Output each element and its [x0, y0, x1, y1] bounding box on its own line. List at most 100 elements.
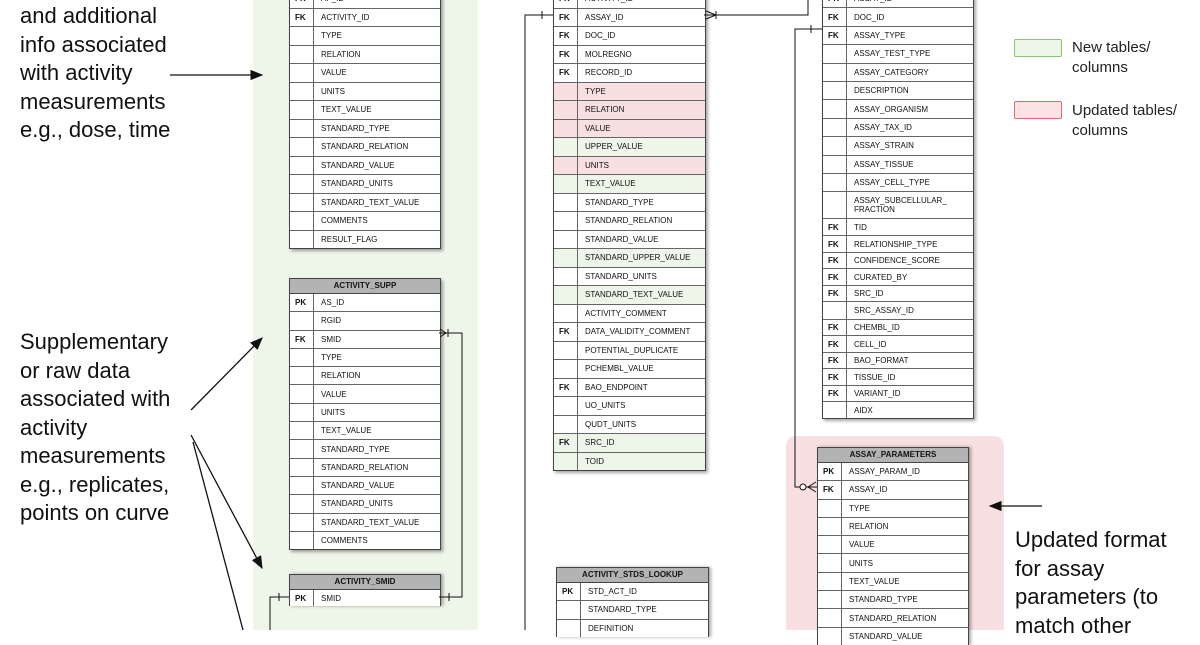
key-cell: FK [554, 27, 578, 45]
column-name-cell: STANDARD_UNITS [585, 271, 657, 281]
column-name-cell: UNITS [849, 558, 873, 568]
key-cell: FK [823, 352, 847, 369]
table-header-activity-smid: ACTIVITY_SMID [290, 575, 440, 590]
table-row: AIDX [823, 402, 973, 419]
column-name-cell: STANDARD_RELATION [321, 462, 409, 472]
column-name-cell: ASSAY_ORGANISM [854, 104, 929, 114]
key-cell: PK [290, 590, 314, 606]
table-row: TYPE [554, 82, 705, 101]
column-name-cell: ASSAY_TISSUE [854, 159, 914, 169]
table-row: STANDARD_TYPE [290, 119, 440, 138]
column-name-cell: TYPE [849, 503, 870, 513]
table-row: ASSAY_SUBCELLULAR_ FRACTION [823, 192, 973, 220]
table-row: ASSAY_STRAIN [823, 137, 973, 156]
column-name-cell: RECORD_ID [585, 68, 633, 78]
table-row: UNITS [290, 403, 440, 423]
table-header-assay-parameters: ASSAY_PARAMETERS [818, 448, 968, 463]
column-name-cell: VALUE [585, 123, 611, 133]
arrow-left-edge [192, 441, 244, 630]
key-cell [554, 286, 578, 304]
column-name-cell: VALUE [321, 389, 347, 399]
table-row: UPPER_VALUE [554, 138, 705, 157]
column-name-cell: STANDARD_UNITS [321, 499, 393, 509]
key-cell [290, 230, 314, 248]
key-cell: FK [823, 8, 847, 26]
column-name-cell: TEXT_VALUE [849, 576, 900, 586]
column-name-cell: SRC_ID [854, 289, 884, 299]
key-cell: FK [554, 434, 578, 452]
legend-new-swatch [1014, 39, 1062, 57]
column-name-cell: TOID [585, 456, 604, 466]
key-cell [823, 100, 847, 118]
key-cell [554, 267, 578, 285]
column-name-cell: VARIANT_ID [854, 389, 901, 399]
table-row: STANDARD_VALUE [290, 156, 440, 175]
column-name-cell: PCHEMBL_VALUE [585, 364, 654, 374]
key-cell [554, 341, 578, 359]
table-row: COMMENTS [290, 531, 440, 550]
column-name-cell: TISSUE_ID [854, 372, 896, 382]
column-name-cell: STANDARD_VALUE [321, 481, 395, 491]
column-name-cell: TEXT_VALUE [321, 105, 372, 115]
key-cell: FK [823, 285, 847, 302]
column-name-cell: STANDARD_RELATION [321, 142, 409, 152]
table-activity-properties: FKAP_IDFKACTIVITY_IDTYPERELATIONVALUEUNI… [289, 0, 441, 249]
column-name-cell: STANDARD_TYPE [849, 595, 918, 605]
column-name-cell: DEFINITION [588, 623, 634, 633]
key-cell [290, 27, 314, 45]
legend-updated-label: Updated tables/ columns [1072, 102, 1178, 139]
key-cell: PK [818, 463, 842, 481]
key-cell [823, 173, 847, 192]
key-cell [554, 304, 578, 322]
table-row: STANDARD_VALUE [818, 627, 968, 645]
column-name-cell: RELATION [321, 49, 361, 59]
table-row: STANDARD_TEXT_VALUE [290, 193, 440, 212]
key-cell: FK [823, 369, 847, 385]
column-name-cell: ASSAY_PARAM_ID [849, 467, 920, 477]
table-row: VALUE [818, 536, 968, 555]
key-cell [554, 101, 578, 119]
key-cell [290, 531, 314, 550]
column-name-cell: STANDARD_VALUE [321, 160, 395, 170]
column-name-cell: AP_ID [321, 0, 436, 8]
column-name-cell: AS_ID [321, 298, 345, 308]
table-row: STANDARD_UNITS [290, 495, 440, 514]
column-name-cell: SRC_ID [585, 438, 615, 448]
key-cell [290, 458, 314, 476]
column-name-cell: COMMENTS [321, 536, 368, 545]
table-row: STANDARD_UNITS [290, 175, 440, 194]
key-cell [290, 440, 314, 458]
key-cell [818, 627, 842, 645]
key-cell: PK [823, 0, 847, 8]
table-assays: PKASSAY_IDFKDOC_IDFKASSAY_TYPEASSAY_TEST… [822, 0, 974, 420]
key-cell [818, 572, 842, 591]
column-name-cell: TEXT_VALUE [321, 426, 372, 436]
table-row: STANDARD_VALUE [554, 230, 705, 249]
arrow-to-activity-supp [190, 337, 263, 411]
key-cell [290, 175, 314, 193]
key-cell [290, 348, 314, 367]
key-cell [290, 403, 314, 422]
key-cell: FK [554, 45, 578, 63]
table-row: VALUE [554, 119, 705, 138]
key-cell [554, 82, 578, 100]
column-name-cell: ASSAY_TYPE [854, 30, 906, 40]
table-row: STANDARD_TEXT_VALUE [554, 286, 705, 305]
table-row: STANDARD_UNITS [554, 267, 705, 286]
table-row: SRC_ASSAY_ID [823, 302, 973, 320]
column-name-cell: UNITS [321, 407, 345, 417]
key-cell [290, 138, 314, 156]
key-cell [823, 155, 847, 173]
key-cell [554, 452, 578, 470]
key-cell [554, 119, 578, 137]
key-cell: FK [823, 319, 847, 336]
